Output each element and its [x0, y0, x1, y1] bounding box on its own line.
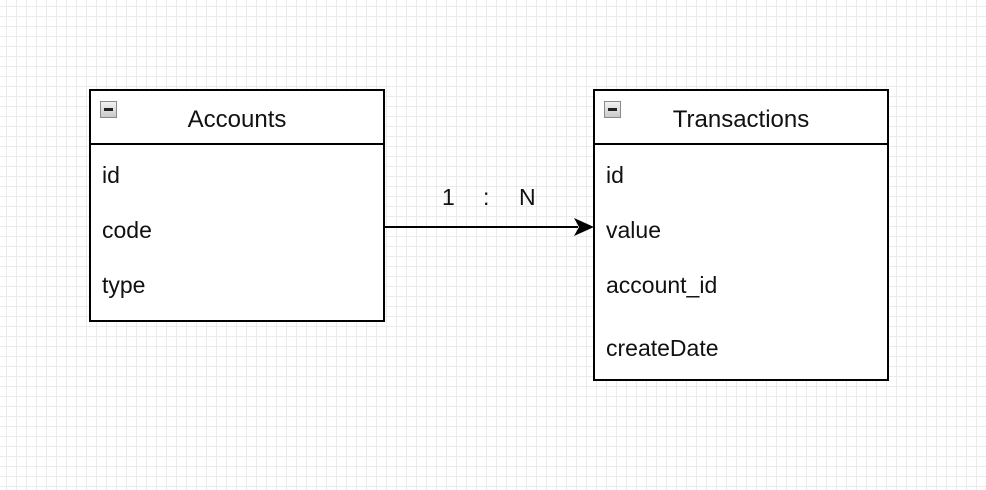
field-value: value [606, 217, 661, 243]
field-create-date: createDate [606, 335, 719, 361]
entity-title: Accounts [187, 106, 287, 133]
field-account-id: account_id [606, 272, 718, 298]
entity-header: Transactions [595, 91, 887, 145]
entity-header: Accounts [91, 91, 383, 145]
entity-title: Transactions [672, 106, 810, 133]
cardinality-separator: : [483, 184, 490, 210]
entity-accounts[interactable]: Accounts id code type [89, 89, 385, 322]
field-id: id [606, 162, 624, 188]
cardinality-one: 1 [442, 184, 455, 210]
field-id: id [102, 162, 120, 188]
field-type: type [102, 272, 146, 298]
collapse-icon[interactable] [100, 101, 117, 118]
arrow-head-icon [574, 218, 594, 236]
collapse-icon[interactable] [604, 101, 621, 118]
field-code: code [102, 217, 152, 243]
entity-transactions[interactable]: Transactions id value account_id createD… [593, 89, 889, 381]
cardinality-many: N [519, 184, 536, 210]
